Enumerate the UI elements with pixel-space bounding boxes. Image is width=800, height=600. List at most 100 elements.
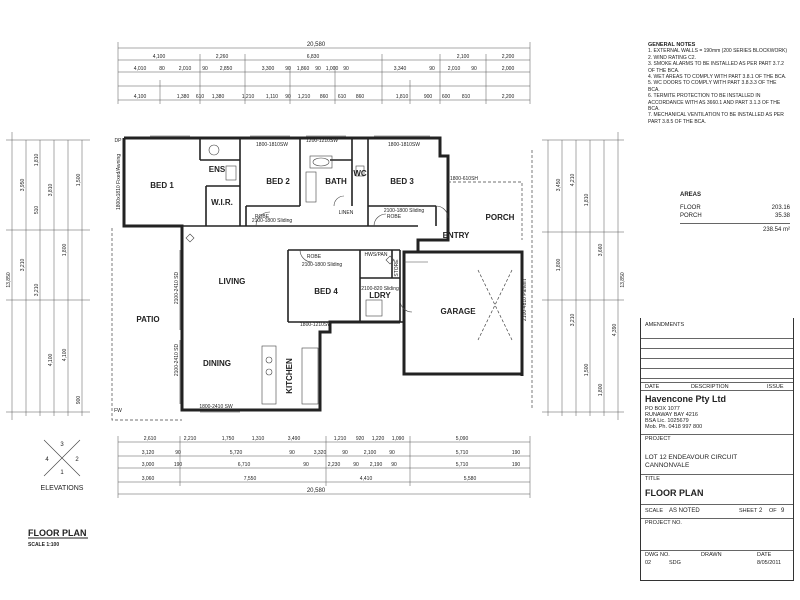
label-downpipe: DP <box>115 138 123 144</box>
dim-label: 810 <box>462 94 471 100</box>
label-ldry-door: 2100-820 Sliding <box>361 286 399 292</box>
label-bed4-window: 1800-1210SW <box>300 322 332 328</box>
area-name: PORCH <box>680 213 702 219</box>
label-living-window: 2100-2410 SD <box>174 271 180 304</box>
dim-label: 5,580 <box>464 476 477 482</box>
dim-label: 2,100 <box>457 54 470 60</box>
dim-label: 6,710 <box>238 462 251 468</box>
kitchen-bench <box>261 345 319 405</box>
dim-label: 860 <box>356 94 365 100</box>
project-line: CANNONVALE <box>645 462 690 469</box>
dim-label: 3,210 <box>20 259 26 272</box>
label-floor-waste: FW <box>114 408 122 414</box>
windows <box>150 135 430 413</box>
left-dim-labels: 13,850 3,950 3,210 1,810 510 3,210 3,810… <box>6 154 82 405</box>
dim-label: 1,810 <box>396 94 409 100</box>
dim-label: 3,000 <box>142 462 155 468</box>
area-row: FLOOR 203.16 <box>680 204 790 212</box>
amendments-label: AMENDMENTS <box>645 322 685 328</box>
dim-label: 5,090 <box>456 436 469 442</box>
dim-label: 90 <box>175 450 181 456</box>
area-value: 203.16 <box>771 205 790 211</box>
project-no-label: PROJECT NO. <box>645 520 682 526</box>
note-line: BCA. <box>648 106 660 113</box>
label-bed2-window: 1800-1810SW <box>256 142 288 148</box>
floor-plan-title: FLOOR PLAN <box>28 528 87 538</box>
room-entry: ENTRY <box>443 231 470 240</box>
label-hwu: HWS/PAN <box>365 252 388 258</box>
dim-label: 3,660 <box>598 244 604 257</box>
sheet-title: FLOOR PLAN <box>645 488 704 498</box>
dim-label: 1,860 <box>297 66 310 72</box>
dim-label: 1,750 <box>222 436 235 442</box>
dim-label: 90 <box>303 462 309 468</box>
dim-label: 90 <box>202 66 208 72</box>
dim-label: 920 <box>356 436 365 442</box>
dim-label: 13,850 <box>620 272 626 288</box>
dim-label: 2,010 <box>179 66 192 72</box>
dim-label: 4,100 <box>62 349 68 362</box>
dim-label: 1,210 <box>334 436 347 442</box>
drawn-label: DRAWN <box>701 552 722 558</box>
note-line: 3. SMOKE ALARMS TO BE INSTALLED AS PER P… <box>648 61 784 68</box>
dim-label: 90 <box>343 66 349 72</box>
dim-label: 1,210 <box>298 94 311 100</box>
note-line: 5. WC DOORS TO COMPLY WITH PART 3.8.3.3 … <box>648 80 777 87</box>
porch-outline <box>111 150 533 421</box>
label-linen: LINEN <box>339 210 354 216</box>
top-dimension-lines <box>117 42 531 104</box>
title-block: AMENDMENTS DATE DESCRIPTION ISSUE Havenc… <box>640 318 794 581</box>
elevation-2: 2 <box>75 457 79 463</box>
bottom-dimension-lines <box>117 436 531 498</box>
room-dining: DINING <box>203 359 231 368</box>
dim-label: 3,060 <box>142 476 155 482</box>
label-robe-bed2: ROBE <box>255 214 270 220</box>
dim-label: 90 <box>471 66 477 72</box>
drawn-value: SDG <box>669 560 681 566</box>
compass-markers <box>185 233 395 265</box>
left-dimension-lines <box>6 132 90 420</box>
areas-heading: AREAS <box>680 192 702 198</box>
note-line: 4. WET AREAS TO COMPLY WITH PART 3.8.1 O… <box>648 74 787 81</box>
dim-label: 190 <box>512 450 521 456</box>
areas-table: AREAS FLOOR 203.16 PORCH 35.38 238.54 m² <box>680 192 790 234</box>
note-line: 2. WIND RATING C2. <box>648 54 696 61</box>
internal-walls <box>182 138 437 323</box>
dim-label: 90 <box>285 66 291 72</box>
sheet-number: 2 <box>759 508 763 514</box>
label-kitchen-window: 1800-2410 SW <box>199 404 233 410</box>
dim-label: 90 <box>289 450 295 456</box>
room-kitchen: KITCHEN <box>285 358 294 394</box>
dim-label: 5,720 <box>230 450 243 456</box>
date-col-label: DATE <box>645 384 660 390</box>
room-porch: PORCH <box>486 213 515 222</box>
room-living: LIVING <box>219 277 246 286</box>
dim-label: 1,110 <box>266 94 278 100</box>
room-ens: ENS <box>209 165 226 174</box>
dim-label: 13,850 <box>6 272 12 288</box>
top-dim-row3: 4,100 1,380 610 1,380 1,210 1,110 90 1,2… <box>134 94 515 100</box>
door-swings <box>255 195 449 313</box>
bathroom-fixtures <box>208 144 383 317</box>
note-line: 1. EXTERNAL WALLS = 190mm (200 SERIES BL… <box>648 48 787 55</box>
dim-label: 7,550 <box>244 476 257 482</box>
dim-label: 3,210 <box>34 284 40 297</box>
dim-label: 900 <box>76 396 82 405</box>
dim-label: 610 <box>196 94 205 100</box>
label-dining-window: 2100-2410 SD <box>174 343 180 376</box>
dim-label: 1,380 <box>212 94 225 100</box>
label-bed3-robe-door: 2100-1800 Sliding <box>384 208 425 214</box>
right-dimension-lines <box>542 132 624 420</box>
dim-label: 190 <box>512 462 521 468</box>
elevations-label: ELEVATIONS <box>41 485 84 492</box>
dim-label: 2,610 <box>144 436 157 442</box>
elevation-3: 3 <box>60 442 64 448</box>
bottom-dim-row1: 2,610 2,210 1,750 1,310 3,490 1,210 920 … <box>144 436 469 442</box>
dim-label: 3,810 <box>48 184 54 197</box>
room-wir: W.I.R. <box>211 198 233 207</box>
note-line: PART 3.8.5 OF THE BCA. <box>648 118 706 125</box>
dim-label: 1,210 <box>242 94 255 100</box>
room-wc: WC <box>353 169 367 178</box>
dim-label: 1,500 <box>584 364 590 377</box>
bottom-overall-dim: 20,580 <box>307 488 326 494</box>
